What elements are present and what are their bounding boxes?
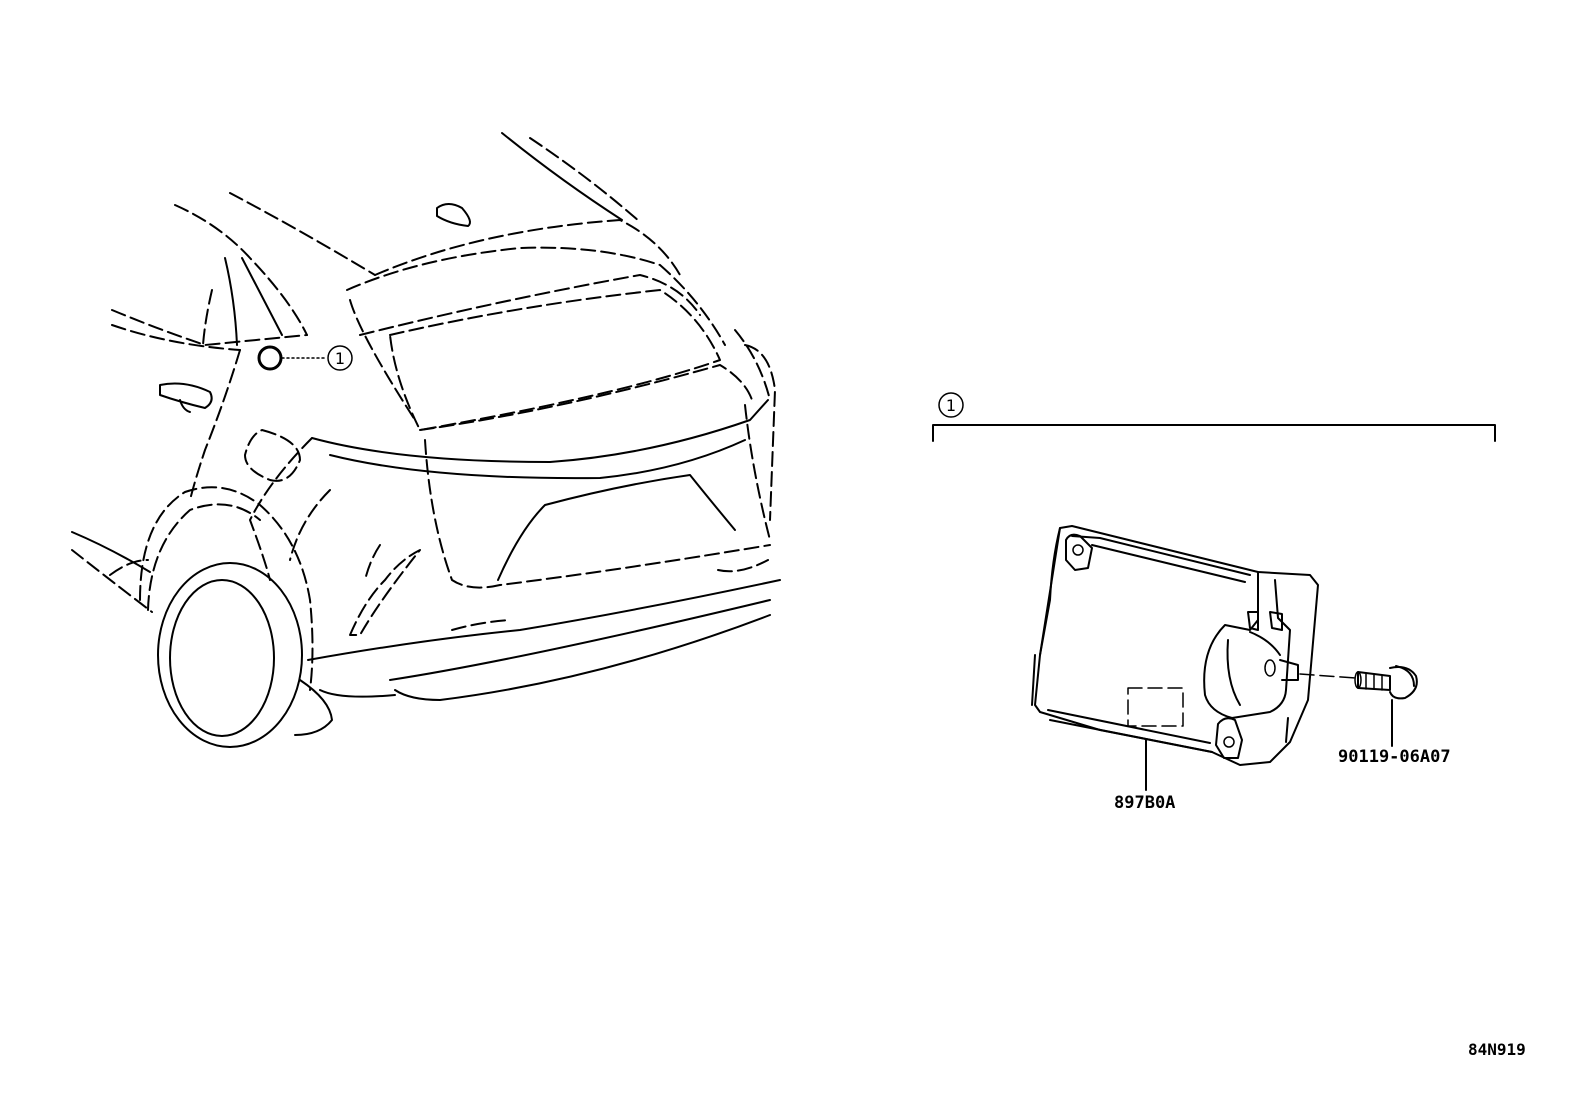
- bolt-part-number: 90119-06A07: [1338, 747, 1451, 767]
- vehicle-illustration: [71, 132, 781, 748]
- illustration-code: 84N919: [1468, 1040, 1526, 1059]
- module-part-number: 897B0A: [1114, 793, 1176, 813]
- module-illustration: [1031, 525, 1356, 766]
- vehicle-callout-number: 1: [335, 349, 345, 368]
- assembly-bracket: [932, 392, 1496, 442]
- bolt-illustration: [1354, 665, 1418, 700]
- bracket-callout-number: 1: [946, 396, 956, 415]
